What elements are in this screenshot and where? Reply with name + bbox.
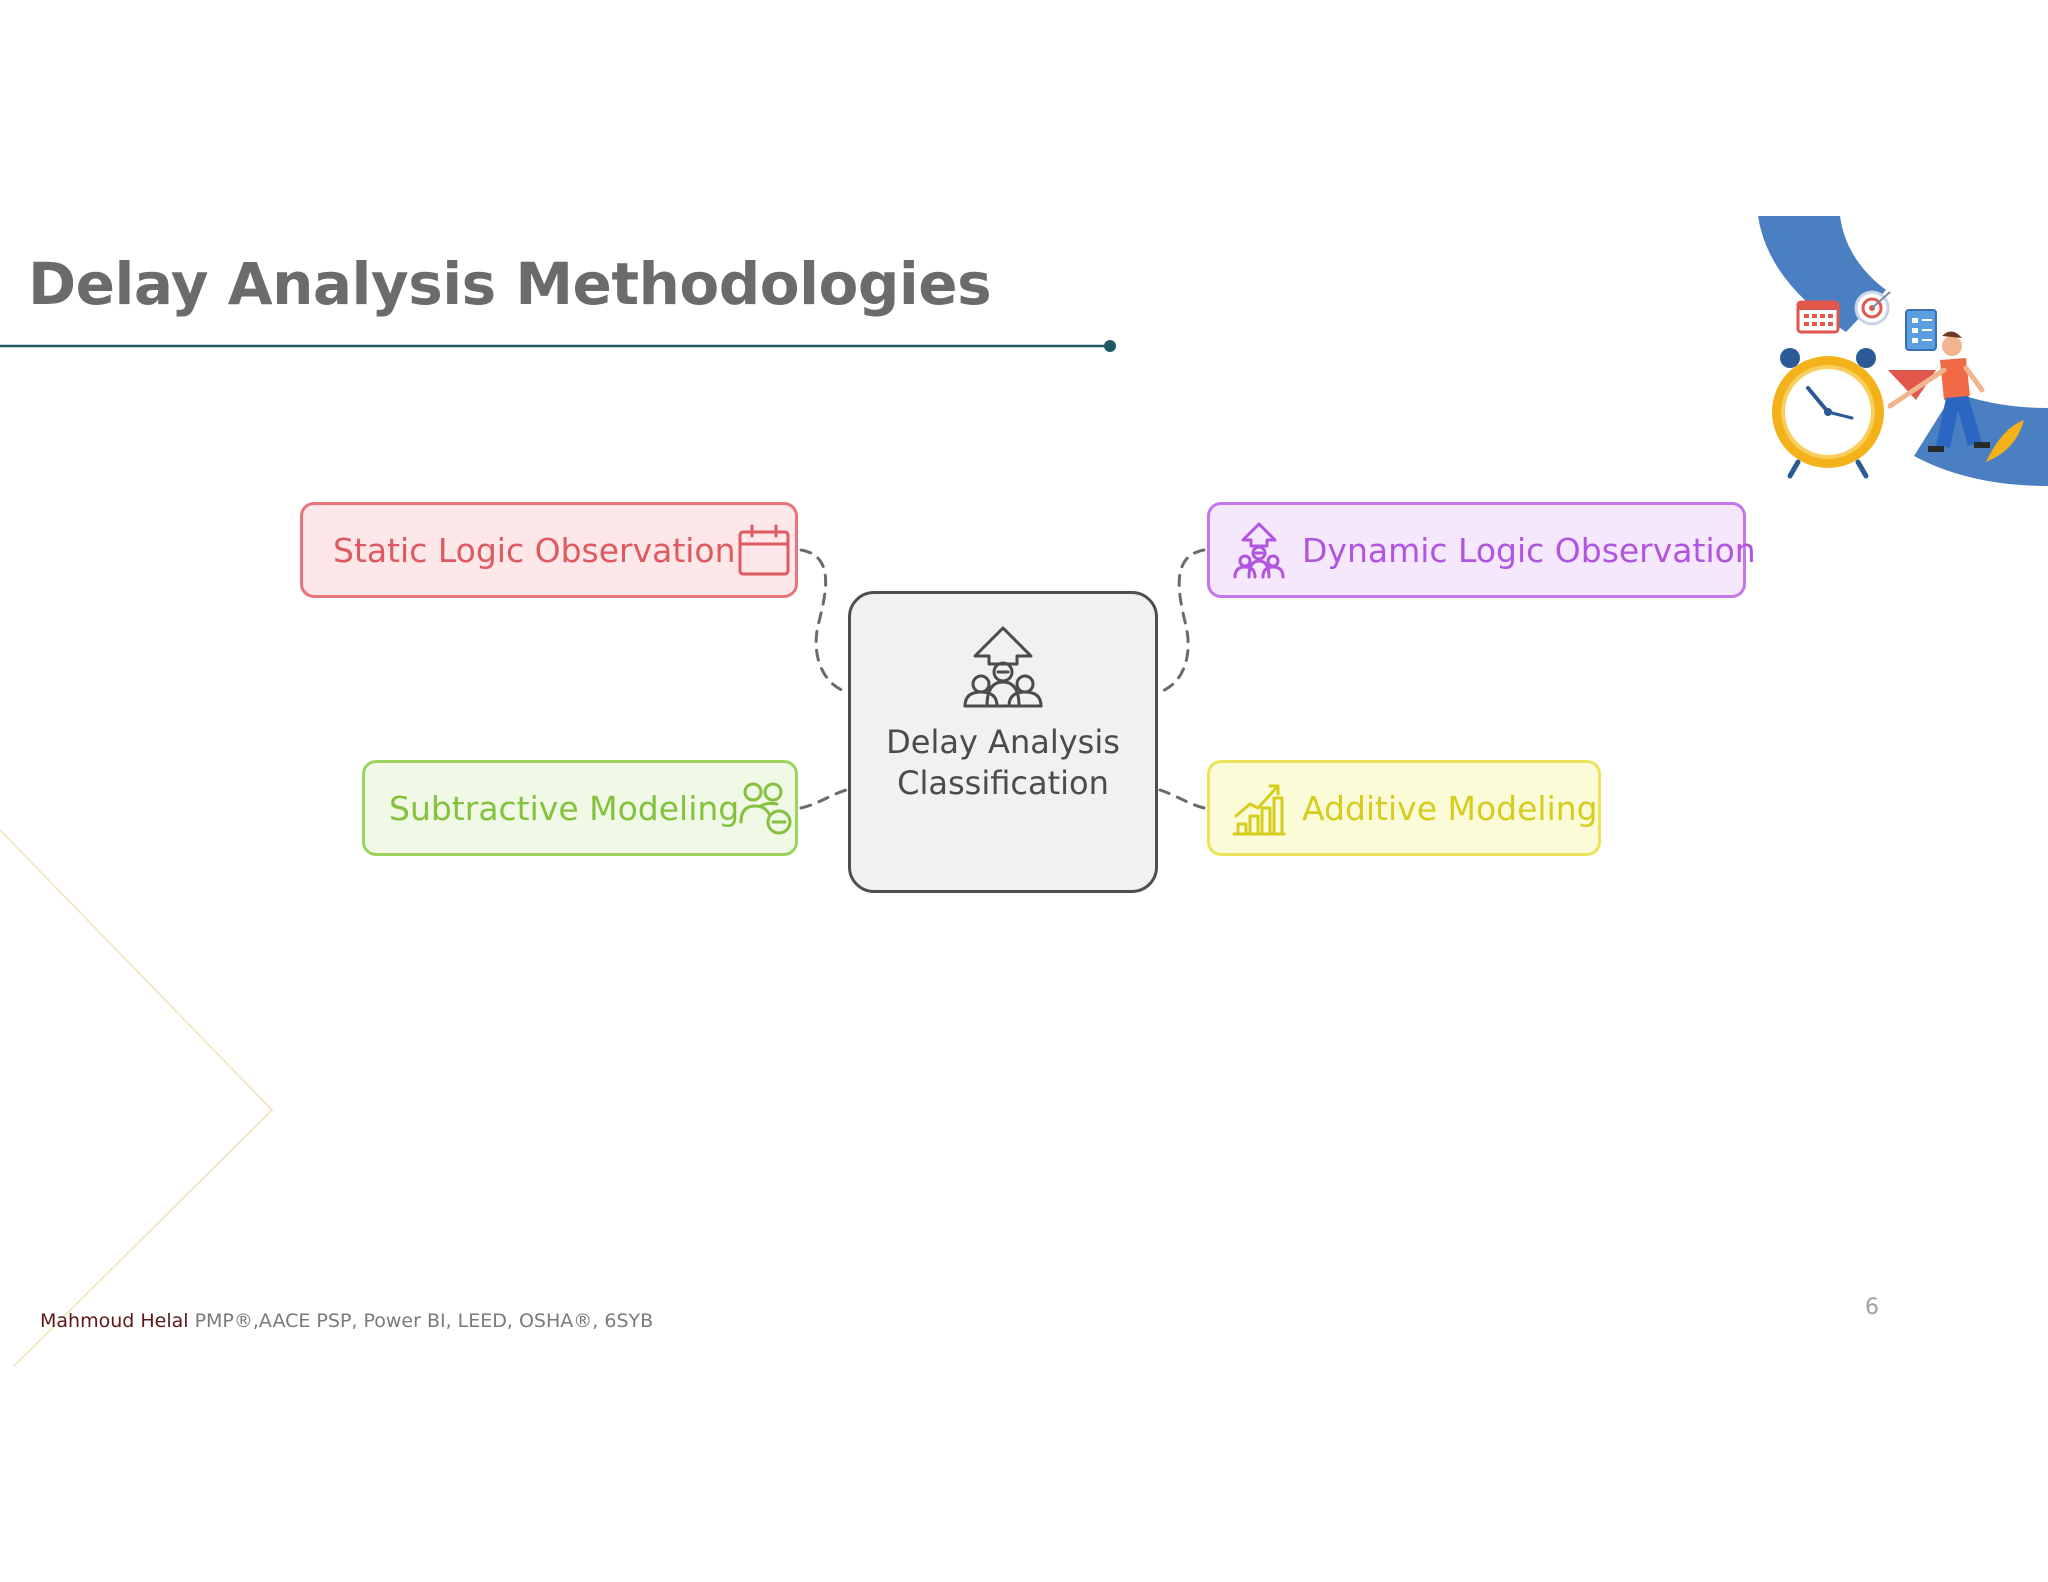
bar-chart-growth-icon [1232,784,1286,836]
decorative-lines [0,829,274,1367]
leaf-decoration [1986,420,2024,462]
center-node-label: Delay Analysis Classification [886,723,1120,802]
node-subtractive-label: Subtractive Modeling [389,788,740,828]
hourglass-accent [1888,370,1936,400]
time-management-illustration [1758,216,2048,486]
connector-additive [1158,788,1206,810]
connector-subtractive [799,788,848,810]
footer-credentials: PMP®,AACE PSP, Power BI, LEED, OSHA®, 6S… [188,1310,654,1332]
checklist-icon [1905,309,1937,351]
hierarchy-up-arrow-icon [963,626,1043,708]
target-icon [1854,290,1891,326]
page-number: 6 [1865,1295,1879,1320]
title-underline-dot [1104,340,1116,352]
node-dynamic-logic-observation: Dynamic Logic Observation [1207,502,1756,598]
calendar-icon [738,524,790,576]
node-delay-analysis-classification: Delay Analysis Classification [848,591,1158,893]
node-static-label: Static Logic Observation [333,530,736,570]
node-static-logic-observation: Static Logic Observation [300,502,798,598]
person-figure [1887,331,1990,452]
blue-arc-top [1758,216,1886,332]
people-growth-icon [1233,522,1285,579]
alarm-clock [1772,348,1884,479]
connector-dynamic [1158,548,1206,694]
node-additive-label: Additive Modeling [1302,788,1598,828]
slide-title: Delay Analysis Methodologies [28,250,992,318]
node-additive-modeling: Additive Modeling [1207,760,1601,856]
title-underline [0,340,1116,352]
connector-static [799,548,848,694]
footer-credit: Mahmoud Helal PMP®,AACE PSP, Power BI, L… [40,1310,653,1332]
users-minus-icon [739,782,792,835]
footer-author: Mahmoud Helal [40,1310,189,1332]
node-subtractive-modeling: Subtractive Modeling [362,760,798,856]
node-dynamic-label: Dynamic Logic Observation [1302,530,1756,570]
